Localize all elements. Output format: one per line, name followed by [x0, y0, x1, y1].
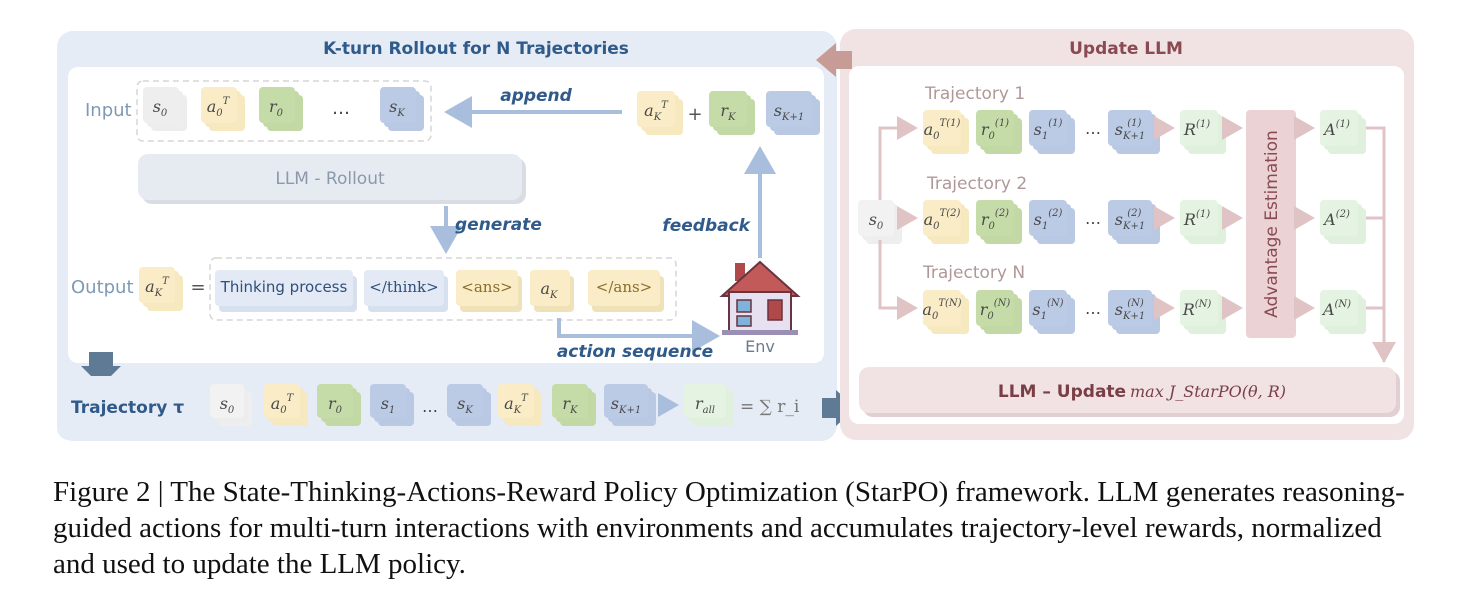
output-group-border	[209, 257, 677, 321]
traj2-ellipsis: …	[1085, 209, 1101, 228]
bar-token-rK: rK	[552, 384, 596, 426]
bar-ellipsis: …	[422, 397, 438, 416]
trajectory-n-label: Trajectory N	[922, 263, 1025, 283]
bar-token-s0: s0	[210, 384, 252, 426]
trajN-token-a0T: a0T(N)	[922, 290, 969, 334]
token-close-ans: </ans>	[588, 270, 664, 312]
svg-text:</think>: </think>	[369, 278, 438, 296]
new-token-rK: rK	[709, 91, 755, 135]
advantage-estimation-label: Advantage Estimation	[1262, 130, 1282, 318]
llm-update-formula: max J_StarPO(θ, R)	[1130, 382, 1286, 401]
generate-label: generate	[455, 215, 542, 235]
update-title: Update LLM	[1069, 39, 1183, 59]
traj1-token-sK1: sK+1(1)	[1108, 110, 1160, 154]
token-close-think: </think>	[364, 270, 448, 312]
branch-line-n	[878, 240, 918, 320]
llm-rollout-box	[138, 154, 522, 200]
trajectory-1-label: Trajectory 1	[924, 84, 1025, 104]
bar-token-r-all: rall	[684, 384, 734, 426]
traj2-token-R: R(1)	[1180, 200, 1226, 244]
plus-sign: +	[687, 104, 702, 125]
bar-right-block-arrow	[822, 390, 856, 426]
trajN-token-R: R(N)	[1180, 290, 1226, 334]
traj1-ellipsis: …	[1085, 119, 1101, 138]
bar-token-aKT: aKT	[498, 384, 542, 426]
input-token-r0: r0	[259, 87, 303, 131]
advantage-estimation-box	[1246, 110, 1296, 338]
traj2-token-a0T: a0T(2)	[923, 200, 969, 244]
input-token-s0: s0	[143, 87, 187, 131]
input-group-border	[136, 80, 432, 142]
traj1-token-r0: r0(1)	[976, 110, 1022, 154]
traj1-token-R: R(1)	[1180, 110, 1226, 154]
trajN-ellipsis: …	[1085, 299, 1101, 318]
token-AN: A(N)	[1320, 290, 1366, 334]
llm-rollout-label: LLM - Rollout	[275, 169, 385, 189]
bar-token-s1: s1	[370, 384, 414, 426]
svg-text:</ans>: </ans>	[596, 278, 653, 296]
input-ellipsis: …	[332, 98, 350, 119]
branch-line-1	[878, 116, 918, 200]
bar-token-sK1: sK+1	[604, 384, 656, 426]
traj2-token-r0: r0(2)	[976, 200, 1022, 244]
trajectory-2-label: Trajectory 2	[926, 174, 1027, 194]
output-label: Output	[71, 277, 134, 298]
bar-token-a0T: a0T	[264, 384, 308, 426]
token-aK: aK	[530, 270, 574, 312]
traj2-token-sK1: sK+1(2)	[1108, 200, 1160, 244]
llm-update-label: LLM – Update	[998, 382, 1126, 402]
token-thinking-process: Thinking process	[215, 270, 357, 312]
env-label: Env	[745, 337, 775, 356]
diagram-canvas: K-turn Rollout for N Trajectories Input …	[57, 29, 1414, 441]
trajN-token-sK1: sK+1(N)	[1108, 290, 1160, 334]
rollout-title: K-turn Rollout for N Trajectories	[323, 39, 629, 59]
down-block-arrow	[81, 352, 121, 386]
new-token-sK1: sK+1	[766, 91, 820, 135]
bar-token-r0: r0	[317, 384, 361, 426]
action-sequence-label: action sequence	[557, 342, 713, 362]
traj2-token-s1: s1(2)	[1029, 200, 1075, 244]
figure-caption: Figure 2 | The State-Thinking-Actions-Re…	[53, 476, 1405, 580]
new-token-aKT: aKT	[637, 91, 683, 135]
action-sequence-arrow	[557, 318, 720, 352]
token-open-ans: <ans>	[456, 270, 522, 312]
input-label: Input	[85, 100, 132, 121]
collect-line	[1366, 126, 1386, 362]
traj1-token-s1: s1(1)	[1029, 110, 1075, 154]
trajN-token-r0: r0(N)	[976, 290, 1022, 334]
bar-token-sK: sK	[447, 384, 491, 426]
token-A1: A(1)	[1320, 110, 1366, 154]
trajectory-tau-label: Trajectory τ	[71, 398, 184, 418]
llm-update-box	[859, 367, 1396, 413]
token-A2: A(2)	[1320, 200, 1366, 244]
input-token-a0T: a0T	[201, 87, 245, 131]
input-token-sK: sK	[380, 87, 424, 131]
house-icon	[719, 260, 801, 335]
traj1-token-a0T: a0T(1)	[923, 110, 969, 154]
equals-sign: =	[190, 277, 205, 298]
output-token-aKT: aKT	[139, 267, 183, 311]
trajN-token-s1: s1(N)	[1029, 290, 1075, 334]
append-label: append	[500, 86, 572, 106]
svg-text:<ans>: <ans>	[461, 278, 512, 296]
feedback-label: feedback	[662, 216, 751, 236]
top-left-block-arrow	[816, 43, 852, 77]
reward-sum: = ∑ r_i	[740, 397, 800, 417]
root-token-s0: s0	[858, 200, 902, 244]
svg-text:Thinking process: Thinking process	[220, 278, 348, 296]
